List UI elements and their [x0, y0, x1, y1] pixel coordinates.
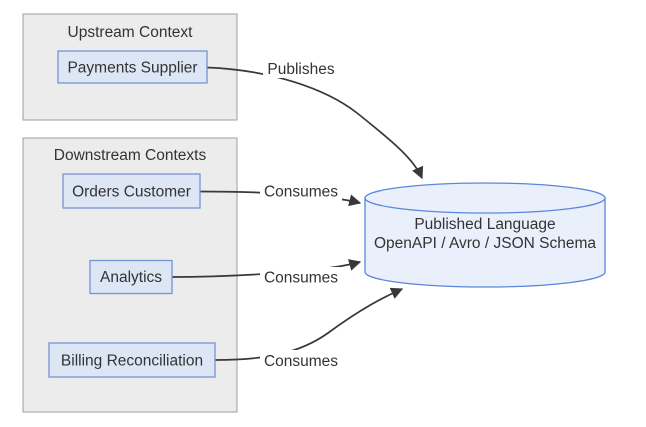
node-box — [57, 50, 208, 84]
node-label: Payments Supplier — [67, 60, 197, 77]
edge-publishes — [206, 66, 424, 180]
node-box — [89, 259, 173, 295]
node-payments-supplier: Payments Supplier — [57, 50, 208, 84]
edge-label-text: Consumes — [264, 270, 338, 287]
database-cylinder-body — [364, 197, 606, 288]
downstream-contexts-title: Downstream Contexts — [54, 147, 207, 164]
edge-label-consumes-billing: Consumes — [260, 350, 342, 370]
node-box — [62, 173, 201, 209]
node-label: Orders Customer — [72, 184, 191, 201]
store-label-line2: OpenAPI / Avro / JSON Schema — [374, 235, 596, 252]
node-box — [48, 342, 216, 378]
store-label-line1: Published Language — [414, 216, 555, 233]
edge-label-bg — [260, 350, 342, 370]
edge-label-text: Publishes — [267, 61, 334, 78]
edge-label-bg — [260, 181, 342, 201]
node-analytics: Analytics — [89, 259, 173, 295]
upstream-context-title: Upstream Context — [68, 24, 194, 41]
node-label: Analytics — [100, 269, 162, 286]
node-label: Billing Reconciliation — [61, 353, 203, 370]
node-billing-reconciliation: Billing Reconciliation — [48, 342, 216, 378]
edge-label-bg — [260, 267, 342, 287]
edge-label-text: Consumes — [264, 353, 338, 370]
database-cylinder-top — [364, 182, 606, 214]
node-orders-customer: Orders Customer — [62, 173, 201, 209]
edge-label-publishes: Publishes — [263, 58, 339, 78]
edge-label-bg — [263, 58, 339, 78]
edge-label-consumes-orders: Consumes — [260, 181, 342, 201]
published-language-store: Published Language OpenAPI / Avro / JSON… — [364, 182, 606, 288]
edge-label-text: Consumes — [264, 184, 338, 201]
edge-label-consumes-analytics: Consumes — [260, 267, 342, 287]
edge-consumes-billing — [214, 287, 404, 361]
